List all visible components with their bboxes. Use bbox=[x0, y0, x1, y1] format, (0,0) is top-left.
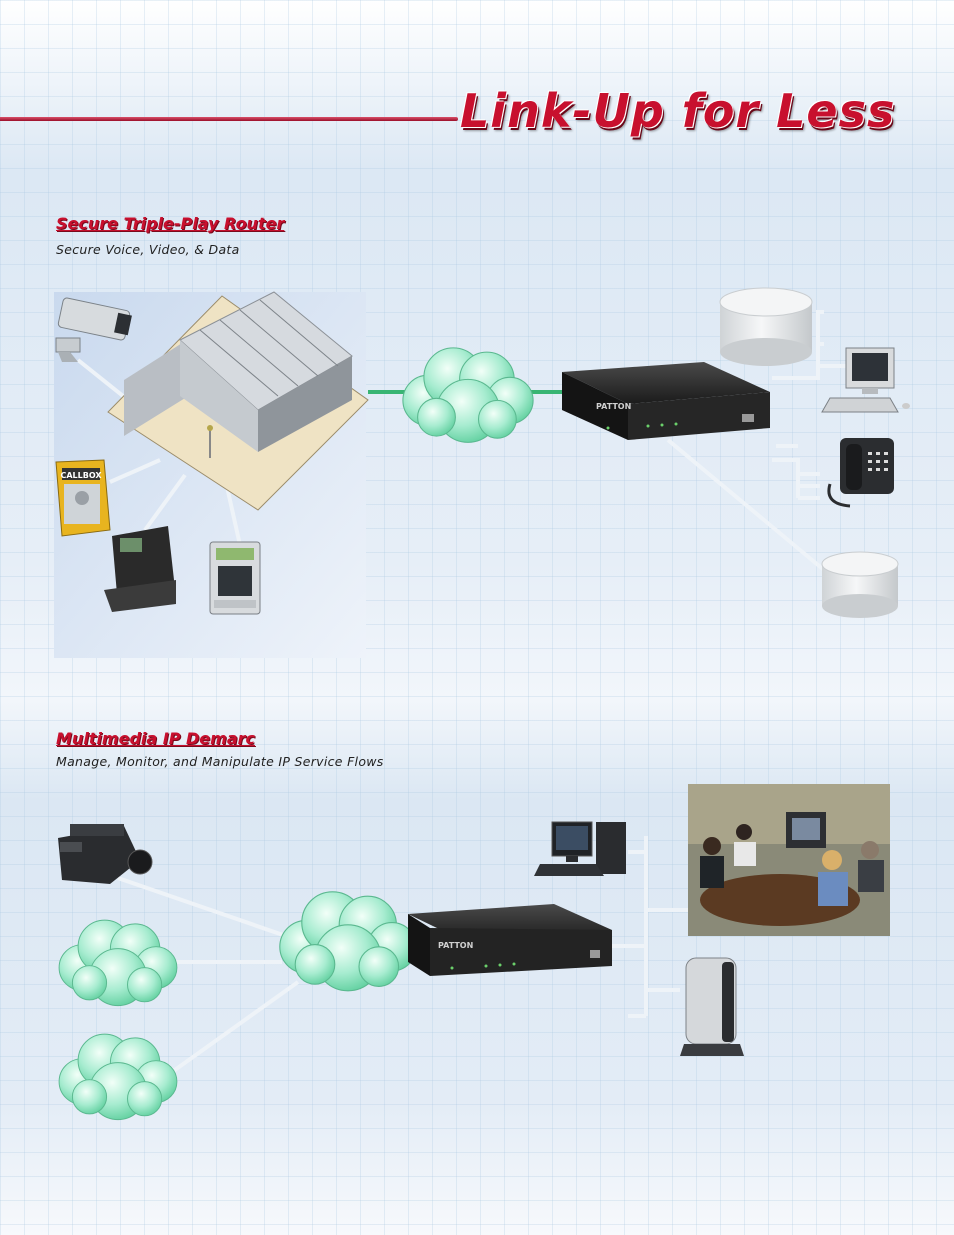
keypad-terminal-icon bbox=[210, 542, 260, 614]
desktop-pc-icon bbox=[534, 822, 626, 876]
network-cloud-icon bbox=[59, 1034, 177, 1120]
video-camera-icon bbox=[58, 824, 152, 884]
network-cloud-icon bbox=[59, 920, 177, 1006]
callbox-icon: CALLBOX bbox=[56, 460, 110, 536]
network-cloud-icon bbox=[280, 892, 416, 991]
computer-icon bbox=[822, 348, 910, 412]
callbox-label: CALLBOX bbox=[60, 471, 102, 480]
thin-client-icon bbox=[680, 958, 744, 1056]
network-cloud-icon bbox=[403, 348, 533, 443]
conference-photo bbox=[688, 784, 890, 936]
router-brand-label: PATTON bbox=[596, 402, 631, 411]
server-icon bbox=[720, 288, 812, 366]
telephone-icon bbox=[829, 438, 894, 506]
storage-icon bbox=[822, 552, 898, 618]
router-icon: PATTON bbox=[562, 362, 770, 440]
router-brand-label: PATTON bbox=[438, 941, 473, 950]
router-icon: PATTON bbox=[408, 904, 612, 976]
